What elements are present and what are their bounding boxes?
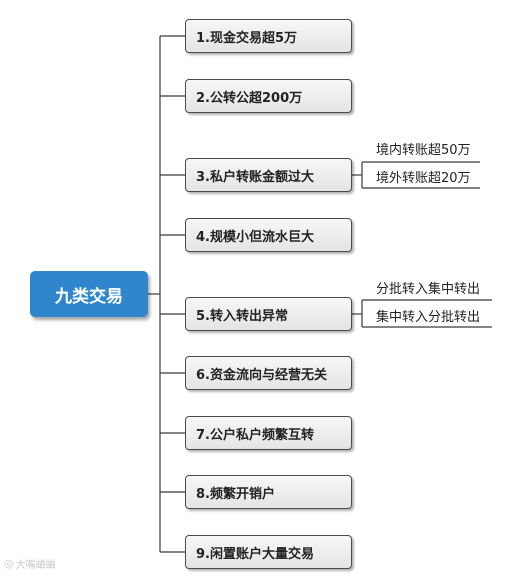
node-3: 3.私户转账金额过大 [185,158,352,192]
subnode-3b: 境外转账超20万 [376,171,471,186]
subnode-5a: 分批转入集中转出 [376,282,481,297]
watermark-text: 大嘴蛐蛐 [15,560,56,571]
node-1: 1.现金交易超5万 [185,19,352,53]
node-4: 4.规模小但流水巨大 [185,218,352,252]
subnode-3a: 境内转账超50万 [376,143,471,158]
watermark: ◎ 大嘴蛐蛐 [4,556,56,571]
node-5: 5.转入转出异常 [185,297,352,331]
node-8: 8.频繁开销户 [185,475,352,509]
node-2: 2.公转公超200万 [185,79,352,113]
root-node: 九类交易 [30,271,148,317]
weibo-icon: ◎ [4,557,14,570]
node-9: 9.闲置账户大量交易 [185,535,352,569]
node-6: 6.资金流向与经营无关 [185,356,352,390]
subnode-5b: 集中转入分批转出 [376,310,481,325]
node-7: 7.公户私户频繁互转 [185,416,352,450]
